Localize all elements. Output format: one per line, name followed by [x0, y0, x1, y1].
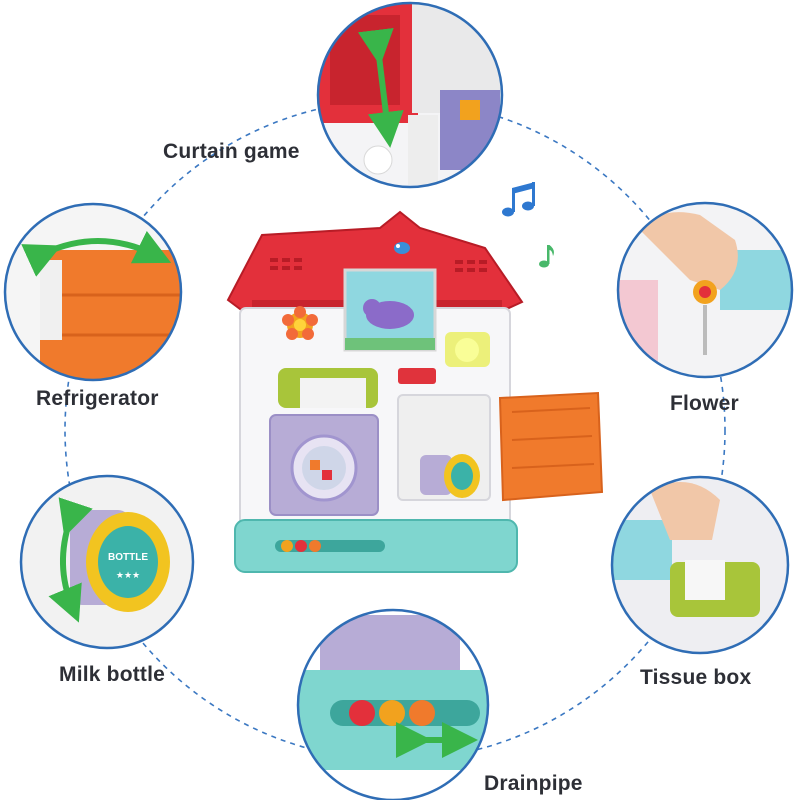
music-note-icon: [539, 245, 554, 268]
activity-house-toy: [226, 210, 604, 573]
label-flower: Flower: [670, 392, 739, 415]
label-drainpipe: Drainpipe: [484, 772, 583, 795]
music-note-icon: [502, 182, 535, 217]
double-arrow-icon: [21, 230, 172, 277]
label-refrigerator: Refrigerator: [36, 387, 159, 410]
label-milk-bottle: Milk bottle: [59, 663, 166, 686]
feature-circle-milk-bottle: BOTTLE ★★★: [19, 474, 195, 650]
feature-circle-drainpipe: [296, 608, 490, 800]
feature-circle-curtain-game: [316, 1, 504, 189]
feature-circle-refrigerator: [3, 202, 183, 382]
label-tissue-box: Tissue box: [640, 666, 752, 689]
flower-button: [282, 306, 318, 340]
label-curtain-game: Curtain game: [163, 140, 300, 163]
bottle-label: BOTTLE: [108, 552, 148, 563]
double-arrow-icon: [357, 27, 404, 148]
refrigerator-door: [498, 391, 604, 502]
feature-circle-flower: [616, 201, 794, 379]
bottle-stars: ★★★: [116, 571, 140, 581]
feature-circle-tissue-box: [610, 475, 790, 655]
double-arrow-icon: [48, 497, 93, 623]
